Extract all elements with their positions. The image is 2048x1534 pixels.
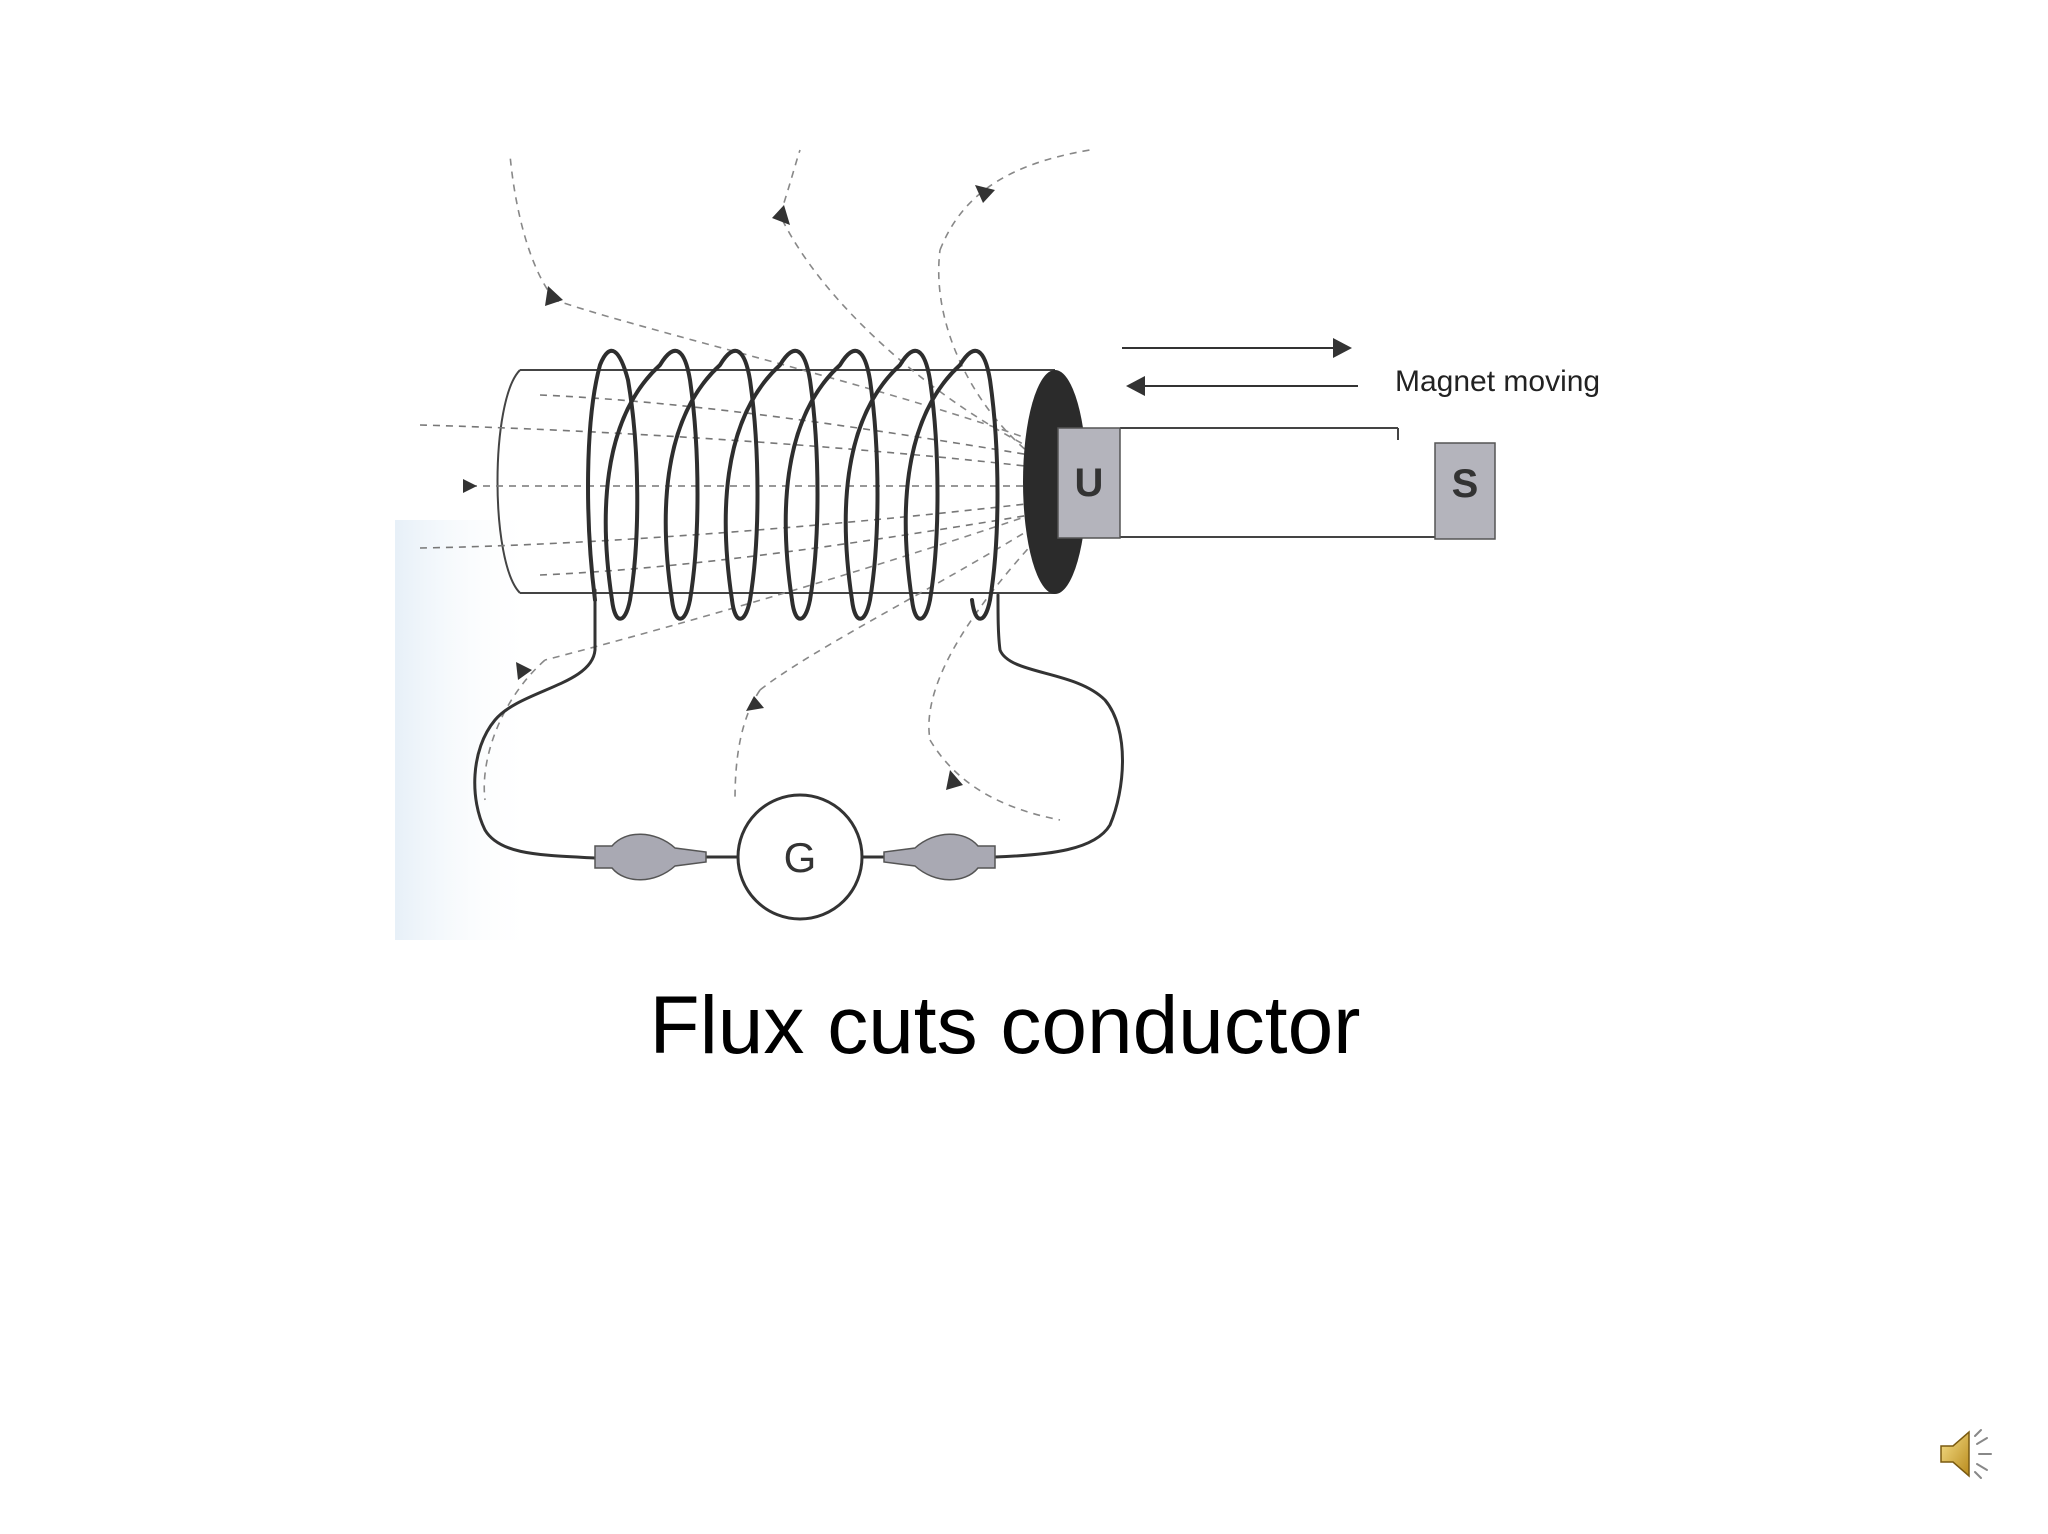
galvanometer-label: G xyxy=(784,834,817,881)
bar-magnet xyxy=(1057,427,1496,540)
magnet-pole-s xyxy=(1434,442,1496,540)
clip-right xyxy=(883,833,996,881)
galvanometer xyxy=(736,793,864,921)
field-arrowheads xyxy=(516,185,995,790)
magnet-pole-u xyxy=(1057,427,1121,539)
coil-windings xyxy=(586,349,1000,621)
magnet-pole-u-label: U xyxy=(1075,461,1104,505)
clip-left xyxy=(594,833,707,881)
speaker-icon[interactable] xyxy=(1935,1422,1999,1486)
external-field-lines xyxy=(483,149,1091,821)
motion-arrows xyxy=(1122,338,1358,396)
coil-cylinder xyxy=(496,369,1055,594)
slide-caption: Flux cuts conductor xyxy=(649,980,1361,1071)
scan-glow xyxy=(395,520,535,940)
magnet-pole-s-label: S xyxy=(1452,462,1479,506)
motion-label: Magnet moving xyxy=(1395,365,1600,398)
